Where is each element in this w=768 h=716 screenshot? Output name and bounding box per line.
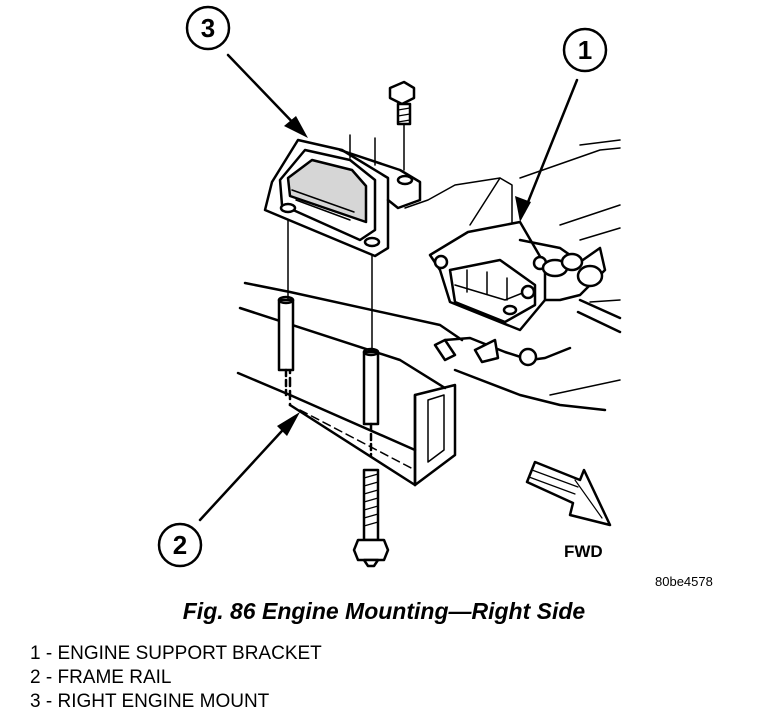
alignment-lines — [287, 117, 405, 353]
legend-list: 1 - ENGINE SUPPORT BRACKET 2 - FRAME RAI… — [30, 642, 322, 714]
right-engine-mount — [263, 134, 422, 258]
legend-number: 1 — [30, 643, 41, 664]
callout-arrowheads — [277, 116, 531, 436]
legend-text: ENGINE SUPPORT BRACKET — [57, 643, 322, 664]
frame-sleeves — [277, 295, 380, 457]
legend-item: 3 - RIGHT ENGINE MOUNT — [30, 690, 322, 714]
frame-bottom-bolt — [352, 468, 390, 568]
figure-code: 80be4578 — [655, 574, 713, 589]
mount-top-bolt — [388, 80, 416, 126]
legend-item: 2 - FRAME RAIL — [30, 666, 322, 690]
legend-text: RIGHT ENGINE MOUNT — [57, 691, 270, 712]
legend-separator: - — [40, 691, 58, 712]
legend-separator: - — [40, 643, 58, 664]
figure-caption: Fig. 86 Engine Mounting—Right Side — [182, 598, 586, 624]
callout-leaders — [198, 53, 579, 522]
callout-3-circle — [185, 5, 231, 51]
callout-1-number: 1 — [578, 35, 592, 65]
fwd-label: FWD — [564, 542, 603, 561]
callout-3-number: 3 — [201, 13, 215, 43]
fwd-arrow-icon — [525, 460, 612, 527]
callout-2-number: 2 — [173, 530, 187, 560]
engine-support-bracket — [428, 139, 622, 412]
frame-rail — [236, 281, 464, 487]
legend-text: FRAME RAIL — [57, 667, 172, 688]
legend-separator: - — [40, 667, 58, 688]
callout-1-circle — [562, 27, 608, 73]
legend-item: 1 - ENGINE SUPPORT BRACKET — [30, 642, 322, 666]
legend-number: 3 — [30, 691, 41, 712]
legend-number: 2 — [30, 667, 41, 688]
callout-2-circle — [157, 522, 203, 568]
engine-mount-diagram: 1 2 3 FWD 80be4578 — [157, 5, 713, 589]
